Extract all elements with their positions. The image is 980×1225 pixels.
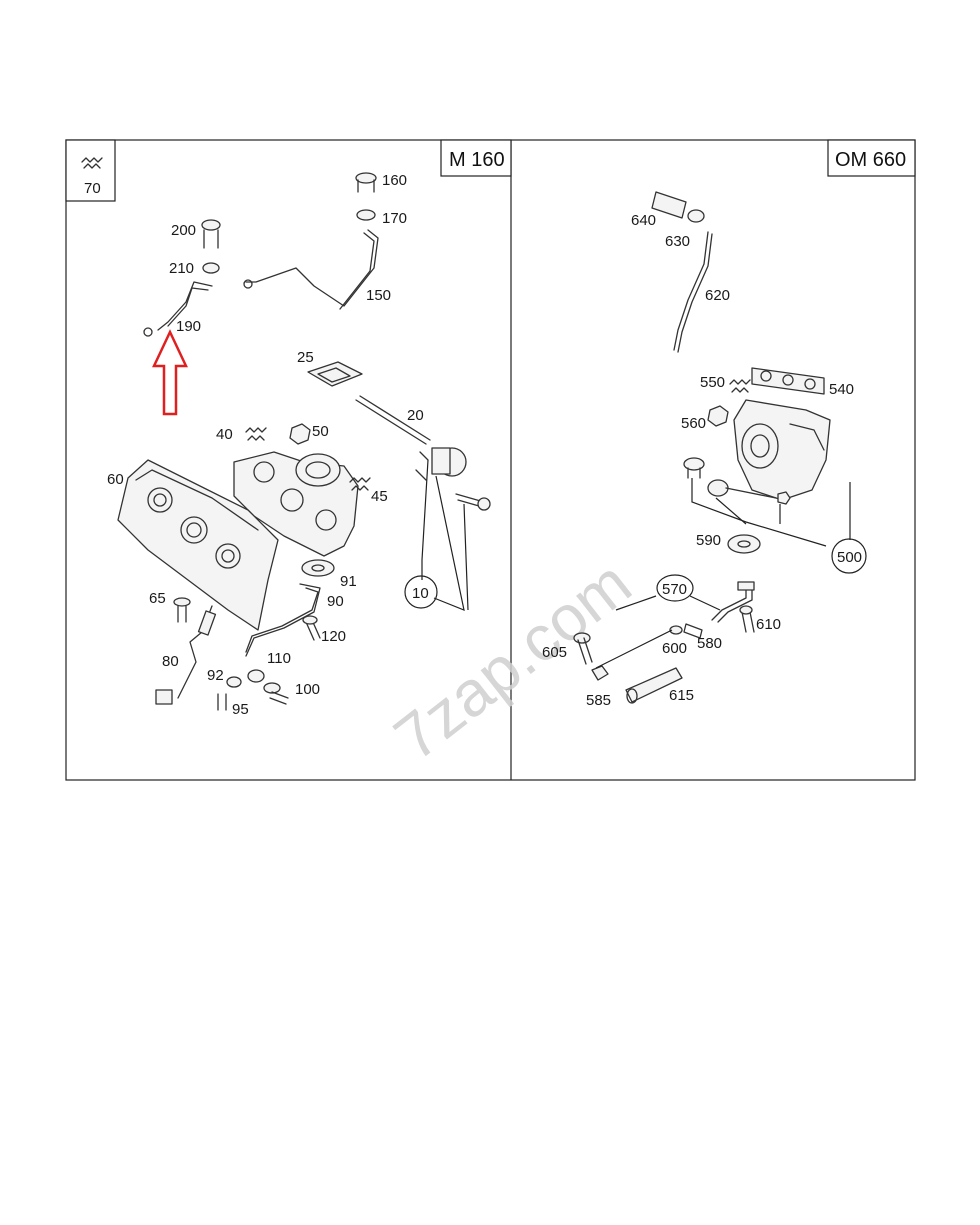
callout-540: 540 (829, 381, 854, 398)
highlight-arrow (152, 329, 188, 416)
callout-190: 190 (176, 318, 201, 335)
callout-50: 50 (312, 423, 329, 440)
callout-92: 92 (207, 667, 224, 684)
callout-570: 570 (662, 581, 687, 598)
callout-25: 25 (297, 349, 314, 366)
callout-40: 40 (216, 426, 233, 443)
callout-20: 20 (407, 407, 424, 424)
callout-590: 590 (696, 532, 721, 549)
callout-110: 110 (267, 650, 291, 667)
left-callouts: 160 170 150 200 210 190 25 20 40 50 60 4… (107, 172, 429, 718)
callout-45: 45 (371, 488, 388, 505)
callout-630: 630 (665, 233, 690, 250)
callout-610: 610 (756, 616, 781, 633)
callout-580: 580 (697, 635, 722, 652)
callout-65: 65 (149, 590, 166, 607)
callout-10: 10 (412, 585, 429, 602)
callout-95: 95 (232, 701, 249, 718)
callout-620: 620 (705, 287, 730, 304)
callout-210: 210 (169, 260, 194, 277)
callout-150: 150 (366, 287, 391, 304)
callout-120: 120 (321, 628, 346, 645)
callout-170: 170 (382, 210, 407, 227)
svg-text:OM 660: OM 660 (835, 149, 906, 171)
callout-600: 600 (662, 640, 687, 657)
svg-text:M 160: M 160 (449, 149, 505, 171)
left-panel-title: M 160 (440, 139, 512, 177)
callout-100: 100 (295, 681, 320, 698)
callout-585: 585 (586, 692, 611, 709)
callout-90: 90 (327, 593, 344, 610)
corner-ref-label: 70 (84, 180, 101, 197)
callout-615: 615 (669, 687, 694, 704)
right-panel-title: OM 660 (827, 139, 916, 177)
corner-ref-box: 70 (65, 139, 116, 202)
right-parts (573, 191, 867, 704)
left-parts (117, 172, 491, 711)
callout-500: 500 (837, 549, 862, 566)
callout-80: 80 (162, 653, 179, 670)
callout-160: 160 (382, 172, 407, 189)
callout-560: 560 (681, 415, 706, 432)
callout-60: 60 (107, 471, 124, 488)
callout-605: 605 (542, 644, 567, 661)
right-callouts: 640 630 620 550 540 560 590 500 570 610 … (542, 212, 862, 709)
callout-200: 200 (171, 222, 196, 239)
callout-91: 91 (340, 573, 357, 590)
callout-640: 640 (631, 212, 656, 229)
callout-550: 550 (700, 374, 725, 391)
